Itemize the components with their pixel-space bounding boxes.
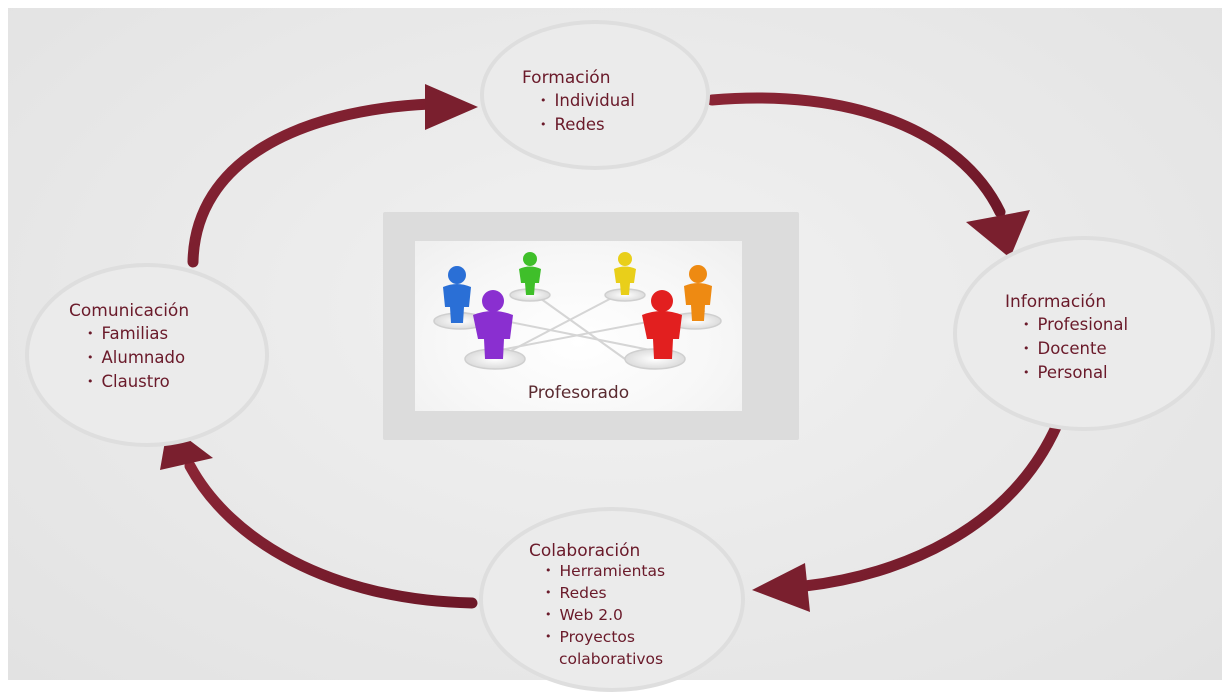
node-informacion-title: Información [1005, 292, 1107, 312]
list-item: Herramientas [545, 561, 666, 583]
figure-green [519, 252, 541, 295]
arrow-colaboracion-to-comunicacion [160, 424, 478, 609]
arrow-comunicacion-to-formacion [187, 84, 478, 268]
list-item: Alumnado [87, 347, 186, 371]
figure-yellow [614, 252, 636, 295]
list-item: Profesional [1023, 314, 1129, 338]
node-informacion: Información Profesional Docente Personal [953, 236, 1215, 431]
arrow-informacion-to-colaboracion [752, 419, 1063, 612]
center-label: Profesorado [527, 383, 630, 403]
node-formacion: Formación Individual Redes [480, 20, 710, 170]
node-informacion-list: Profesional Docente Personal [1023, 314, 1129, 386]
list-item: Claustro [87, 371, 185, 395]
list-item: Individual [540, 90, 635, 114]
node-colaboracion: Colaboración Herramientas Redes Web 2.0 … [479, 507, 745, 692]
node-comunicacion-title: Comunicación [69, 301, 190, 321]
list-item: Redes [540, 114, 635, 138]
profesorado-image: Profesorado [415, 241, 742, 411]
list-item: Redes [545, 583, 665, 605]
arrow-formacion-to-informacion [706, 92, 1030, 258]
node-formacion-list: Individual Redes [540, 90, 635, 138]
node-formacion-title: Formación [522, 68, 611, 88]
list-item: Personal [1023, 362, 1128, 386]
figure-red [642, 290, 682, 359]
node-comunicacion-list: Familias Alumnado Claustro [87, 323, 186, 395]
figure-orange [684, 265, 712, 321]
figure-purple [473, 290, 513, 359]
people-network-illustration [433, 252, 722, 370]
list-item: Web 2.0 [545, 605, 665, 627]
node-colaboracion-list: Herramientas Redes Web 2.0 Proyectoscola… [545, 561, 665, 670]
node-colaboracion-title: Colaboración [529, 541, 641, 561]
node-comunicacion: Comunicación Familias Alumnado Claustro [25, 263, 269, 447]
figure-blue [443, 266, 471, 323]
list-item: Docente [1023, 338, 1128, 362]
list-item: Familias [87, 323, 185, 347]
list-item-continuation: colaborativos [559, 650, 664, 668]
